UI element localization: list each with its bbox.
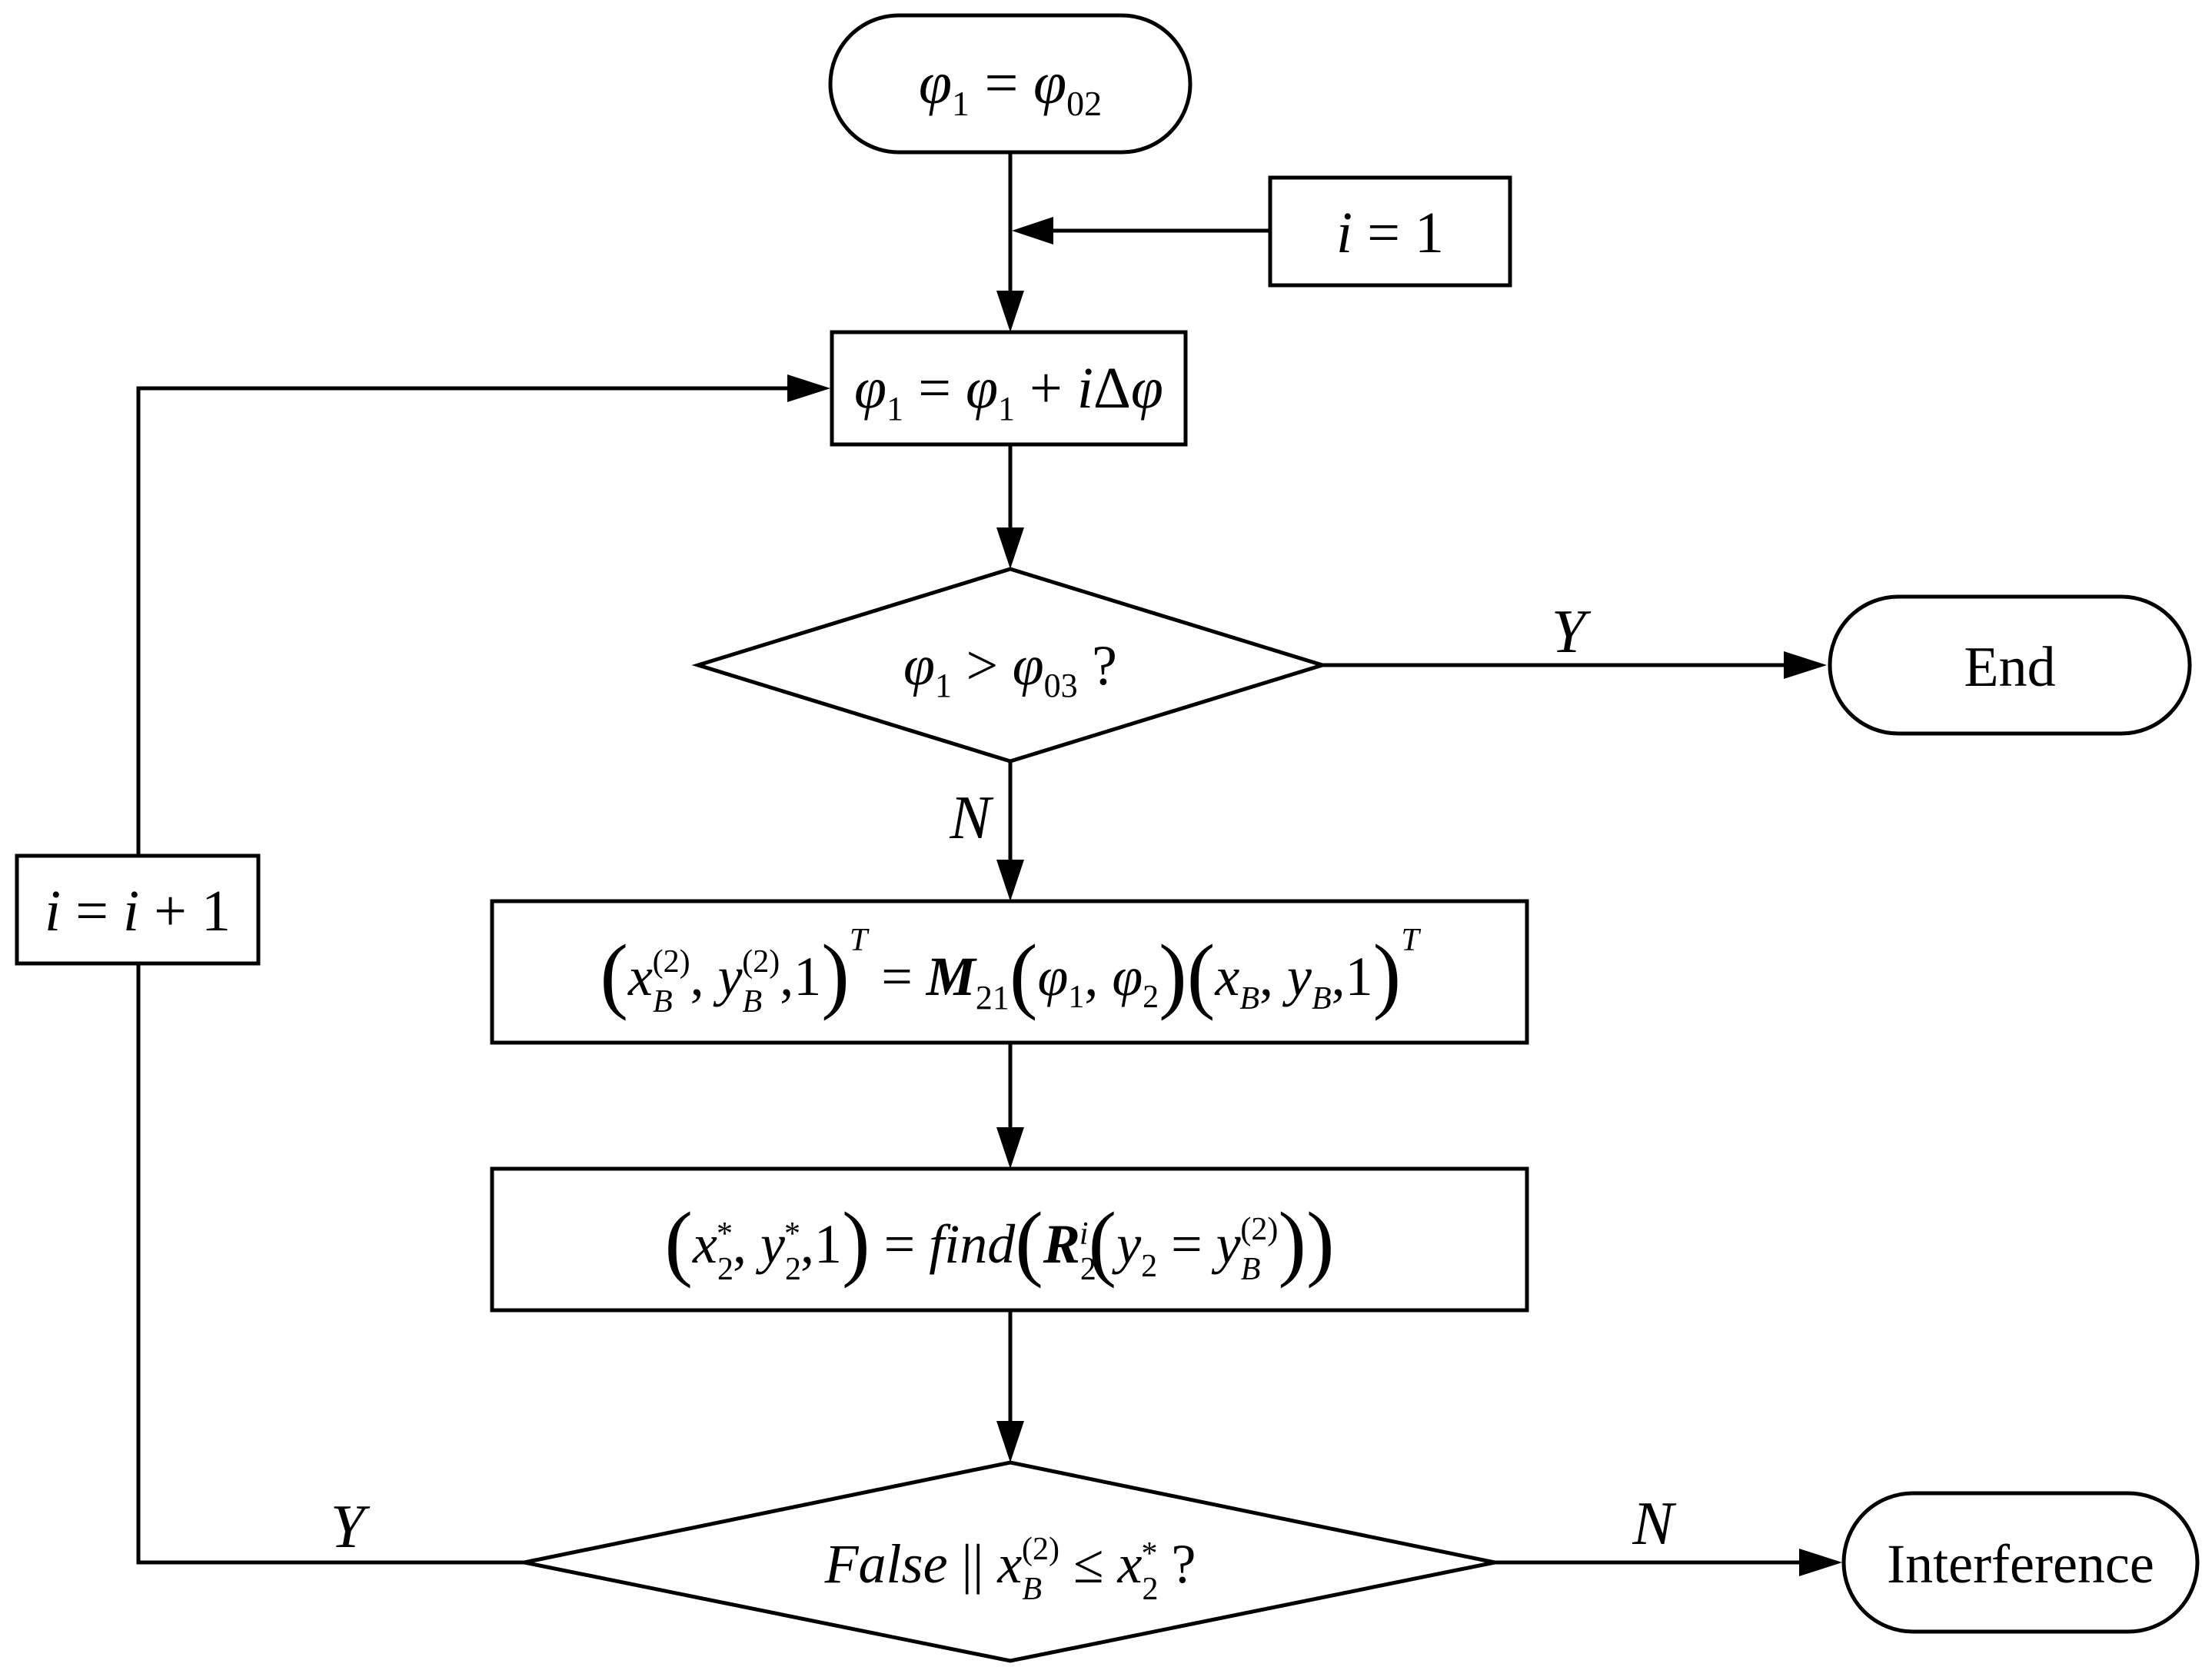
check-interference-decision: False || xB(2) ≤ x2* ? (524, 1460, 1495, 1663)
arrowhead (996, 527, 1024, 569)
arrowhead (996, 860, 1024, 901)
init-i-formula: i = 1 (1336, 201, 1444, 265)
label-no-interference: N (1632, 1490, 1677, 1558)
label-yes-end: Y (1552, 598, 1592, 666)
interference-node: Interference (1841, 1491, 2200, 1634)
edge-check-to-increment (136, 963, 524, 1565)
arrowhead (787, 374, 830, 402)
check-interference-formula: False || xB(2) ≤ x2* ? (824, 1532, 1196, 1607)
arrowhead (1012, 217, 1053, 245)
interference-label: Interference (1887, 1533, 2154, 1595)
check-end-decision: φ1 > φ03 ? (691, 567, 1329, 764)
arrowhead (1799, 1549, 1842, 1576)
start-node: φ1 = φ02 (828, 13, 1192, 155)
update-phi-node: φ1 = φ1 + iΔφ (830, 330, 1188, 447)
end-label: End (1964, 636, 2055, 699)
arrowhead (996, 1421, 1024, 1462)
transform-node: (xB(2), yB(2),1)T = M21(φ1, φ2)(xB, yB,1… (490, 899, 1529, 1045)
arrowhead (996, 291, 1024, 332)
edge-increment-to-update (136, 386, 787, 856)
update-phi-formula: φ1 = φ1 + iΔφ (854, 356, 1163, 428)
arrowhead (1784, 651, 1827, 679)
increment-i-node: i = i + 1 (15, 853, 261, 966)
label-no-transform: N (949, 784, 994, 852)
init-i-node: i = 1 (1268, 175, 1512, 288)
arrowhead (996, 1127, 1024, 1169)
connectors (136, 152, 1842, 1576)
increment-i-formula: i = i + 1 (45, 879, 231, 943)
label-yes-loop: Y (331, 1493, 371, 1561)
find-node: (x2*, y2*,1) = find(R2i(y2 = yB(2))) (490, 1166, 1529, 1313)
end-node: End (1828, 594, 2192, 736)
